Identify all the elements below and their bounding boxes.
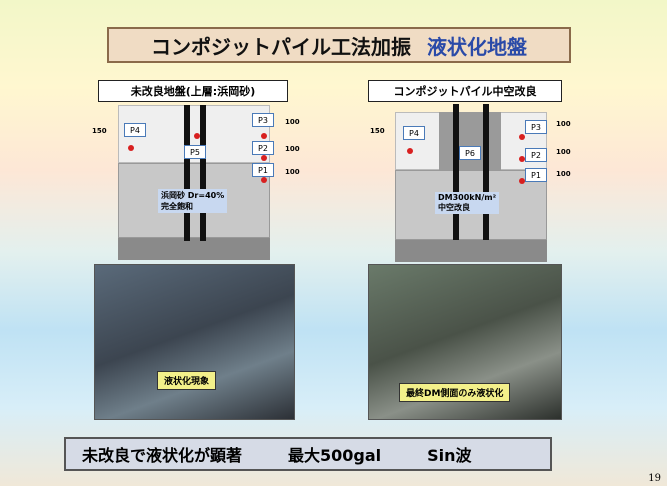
photo-improved: 最終DM側面のみ液状化 [368,264,562,420]
dim: 100 [285,145,300,153]
sensor-tag: P4 [403,126,425,140]
summary-bar: 未改良で液状化が顕著 最大500gal Sin波 [64,437,552,471]
sensor-tag: P1 [525,168,547,182]
page-number: 19 [648,473,661,484]
sensor-tag: P2 [525,148,547,162]
dim: 100 [556,148,571,156]
summary-c: Sin波 [427,446,472,465]
sensor-tag: P4 [124,123,146,137]
title-accent: 液状化地盤 [427,34,527,59]
left-heading: 未改良地盤(上層:浜岡砂) [98,80,288,102]
right-heading: コンポジットパイル中空改良 [368,80,562,102]
left-note: 浜岡砂 Dr=40%完全飽和 [158,189,228,213]
slide-title: コンポジットパイル工法加振 液状化地盤 [107,27,571,63]
photo-unimproved: 液状化現象 [94,264,295,420]
title-main: コンポジットパイル工法加振 [151,34,411,59]
dim: 100 [285,118,300,126]
sensor-tag: P3 [252,113,274,127]
sensor-tag: P2 [252,141,274,155]
dim: 150 [370,127,385,135]
summary-a: 未改良で液状化が顕著 [82,446,243,465]
dim: 150 [92,127,107,135]
sensor-tag: P3 [525,120,547,134]
dim: 100 [285,168,300,176]
summary-b: 最大500gal [288,446,382,465]
sensor-tag: P5 [184,145,206,159]
sensor-tag: P6 [459,146,481,160]
caption-left: 液状化現象 [157,371,217,390]
caption-right: 最終DM側面のみ液状化 [399,383,511,402]
sensor-tag: P1 [252,163,274,177]
dim: 100 [556,120,571,128]
dim: 100 [556,170,571,178]
left-diagram: P4 P3 P5 P2 P1 浜岡砂 Dr=40%完全飽和 [118,105,274,260]
